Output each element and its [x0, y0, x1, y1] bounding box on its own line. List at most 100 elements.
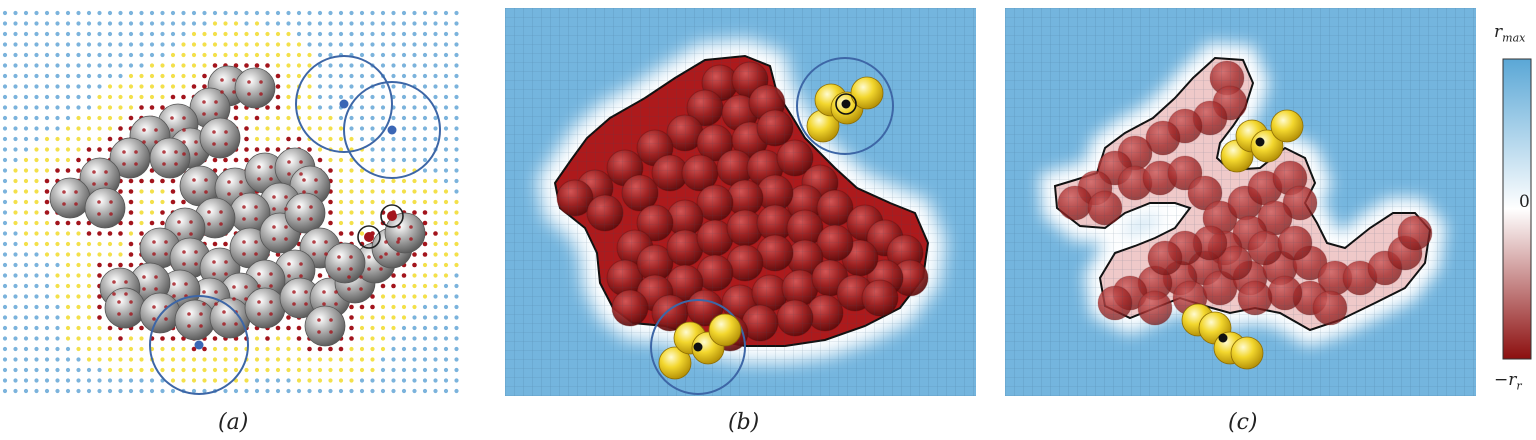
atom-lattice-dot — [172, 282, 176, 286]
lattice-point — [65, 126, 71, 131]
lattice-point — [391, 273, 396, 278]
lattice-point — [370, 168, 375, 173]
lattice-point — [328, 157, 333, 163]
atom-lattice-dot — [112, 292, 116, 296]
lattice-point — [433, 367, 438, 373]
lattice-point — [422, 325, 428, 331]
lattice-point — [97, 241, 102, 247]
atom-lattice-dot — [257, 284, 261, 288]
lattice-point — [191, 52, 197, 58]
lattice-point — [349, 210, 354, 215]
atom — [234, 67, 276, 109]
lattice-point — [13, 168, 18, 173]
atom-lattice-dot — [199, 324, 203, 328]
lattice-point — [128, 210, 134, 215]
atom-lattice-dot — [287, 172, 291, 176]
lattice-point — [265, 388, 270, 394]
lattice-point — [191, 31, 197, 37]
lattice-point — [380, 325, 386, 331]
colorbar-min-label: −rr — [1494, 370, 1522, 393]
lattice-point — [34, 126, 39, 131]
lattice-point — [65, 94, 71, 100]
lattice-point — [86, 136, 92, 142]
lattice-point — [254, 126, 260, 131]
lattice-point — [107, 73, 113, 79]
lattice-point — [380, 168, 386, 173]
lattice-point — [191, 73, 197, 79]
lattice-point — [422, 147, 428, 152]
lattice-point — [443, 157, 449, 163]
lattice-point — [212, 378, 218, 383]
lattice-point — [202, 84, 207, 89]
atom-lattice-dot — [204, 178, 208, 182]
atom-lattice-dot — [242, 240, 246, 244]
lattice-point — [370, 105, 375, 110]
lattice-point — [23, 52, 29, 58]
lattice-point — [412, 73, 417, 79]
lattice-point — [13, 42, 18, 47]
lattice-point — [107, 231, 113, 236]
lattice-point — [202, 52, 207, 58]
lattice-point — [2, 157, 8, 163]
lattice-point — [286, 21, 291, 26]
lattice-point — [296, 126, 302, 131]
lattice-point — [13, 252, 18, 257]
lattice-point — [286, 388, 291, 394]
probe-radius-circle — [149, 295, 249, 395]
lattice-point — [233, 367, 239, 373]
lattice-point — [422, 283, 428, 289]
atom-lattice-dot — [302, 178, 306, 182]
lattice-point — [23, 231, 29, 236]
atom-lattice-dot — [202, 112, 206, 116]
lattice-point — [275, 31, 281, 37]
lattice-point — [13, 136, 18, 142]
atom-lattice-dot — [97, 200, 101, 204]
lattice-point — [391, 147, 396, 152]
lattice-point — [34, 31, 39, 37]
lattice-point — [107, 325, 113, 331]
lattice-point — [107, 42, 113, 47]
lattice-point — [412, 283, 417, 289]
lattice-point — [139, 21, 144, 26]
lattice-point — [139, 73, 144, 79]
lattice-point — [454, 252, 459, 257]
lattice-point — [13, 325, 18, 331]
lattice-point — [317, 73, 323, 79]
lattice-point — [76, 94, 81, 100]
atom-lattice-dot — [367, 255, 371, 259]
lattice-point — [317, 105, 323, 110]
lattice-point — [34, 294, 39, 299]
lattice-point — [170, 378, 176, 383]
lattice-point — [275, 147, 281, 152]
atom-lattice-dot — [257, 165, 261, 169]
lattice-point — [317, 388, 323, 394]
lattice-point — [412, 31, 417, 37]
lattice-point — [65, 336, 71, 341]
atom-lattice-dot — [142, 275, 146, 279]
lattice-point — [328, 42, 333, 47]
atom-lattice-dot — [142, 287, 146, 291]
lattice-point — [359, 63, 365, 68]
lattice-point — [86, 63, 92, 68]
lattice-point — [233, 105, 239, 110]
lattice-point — [212, 241, 218, 247]
lattice-point — [23, 388, 29, 394]
atom-lattice-dot — [182, 128, 186, 132]
atom-lattice-dot — [334, 302, 338, 306]
lattice-point — [286, 336, 291, 341]
lattice-point — [149, 94, 155, 100]
lattice-point — [244, 10, 249, 16]
atom-lattice-dot — [134, 150, 138, 154]
lattice-point — [401, 283, 407, 289]
lattice-point — [275, 126, 281, 131]
lattice-point — [433, 262, 438, 268]
lattice-point — [349, 42, 354, 47]
lattice-point — [317, 126, 323, 131]
lattice-point — [443, 42, 449, 47]
lattice-point — [391, 157, 396, 163]
lattice-point — [97, 105, 102, 110]
lattice-point — [380, 136, 386, 142]
lattice-point — [422, 73, 428, 79]
lattice-point — [44, 136, 50, 142]
lattice-point — [107, 346, 113, 352]
